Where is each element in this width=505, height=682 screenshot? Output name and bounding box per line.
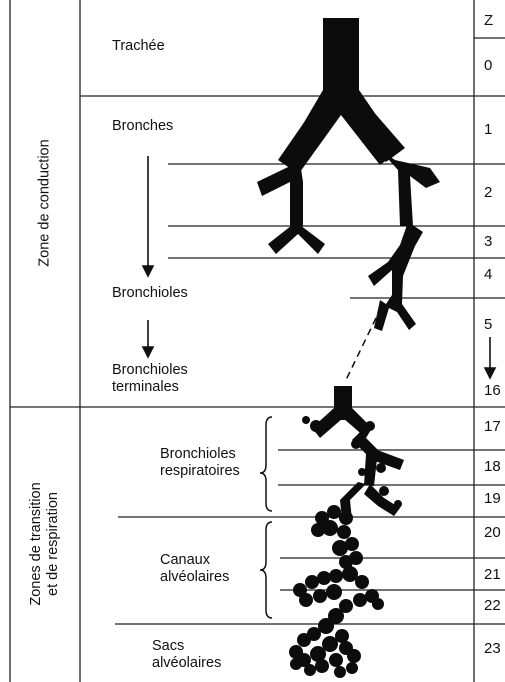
- label-bronches: Bronches: [112, 118, 173, 135]
- generation-17: 17: [484, 418, 501, 435]
- generation-16: 16: [484, 382, 501, 399]
- label-sacs-line2: alvéolaires: [152, 655, 221, 672]
- generation-3: 3: [484, 233, 492, 250]
- label-canaux-alveolaires: Canaux alvéolaires: [160, 552, 229, 586]
- generation-0: 0: [484, 57, 492, 74]
- zone-label-conduction: Zone de conduction: [37, 139, 54, 266]
- generation-21: 21: [484, 566, 501, 583]
- label-sacs-line1: Sacs: [152, 638, 221, 655]
- generation-2: 2: [484, 184, 492, 201]
- label-trachee: Trachée: [112, 38, 165, 55]
- label-bronchioles-terminales-line1: Bronchioles: [112, 362, 188, 379]
- generation-5: 5: [484, 316, 492, 333]
- generation-header: Z: [484, 12, 493, 29]
- label-bronchioles-respiratoires-line1: Bronchioles: [160, 446, 240, 463]
- zone-label-transition: Zones de transition et de respiration: [28, 482, 62, 605]
- zone-label-transition-line1: Zones de transition: [28, 482, 45, 605]
- generation-18: 18: [484, 458, 501, 475]
- generation-23: 23: [484, 640, 501, 657]
- label-bronchioles-terminales-line2: terminales: [112, 379, 188, 396]
- generation-22: 22: [484, 597, 501, 614]
- label-bronchioles-respiratoires-line2: respiratoires: [160, 463, 240, 480]
- label-sacs-alveolaires: Sacs alvéolaires: [152, 638, 221, 672]
- generation-1: 1: [484, 121, 492, 138]
- label-canaux-line2: alvéolaires: [160, 569, 229, 586]
- generation-20: 20: [484, 524, 501, 541]
- label-bronchioles-respiratoires: Bronchioles respiratoires: [160, 446, 240, 480]
- generation-19: 19: [484, 490, 501, 507]
- label-bronchioles-terminales: Bronchioles terminales: [112, 362, 188, 396]
- label-bronchioles: Bronchioles: [112, 285, 188, 302]
- zone-label-transition-line2: et de respiration: [45, 482, 62, 605]
- generation-4: 4: [484, 266, 492, 283]
- label-canaux-line1: Canaux: [160, 552, 229, 569]
